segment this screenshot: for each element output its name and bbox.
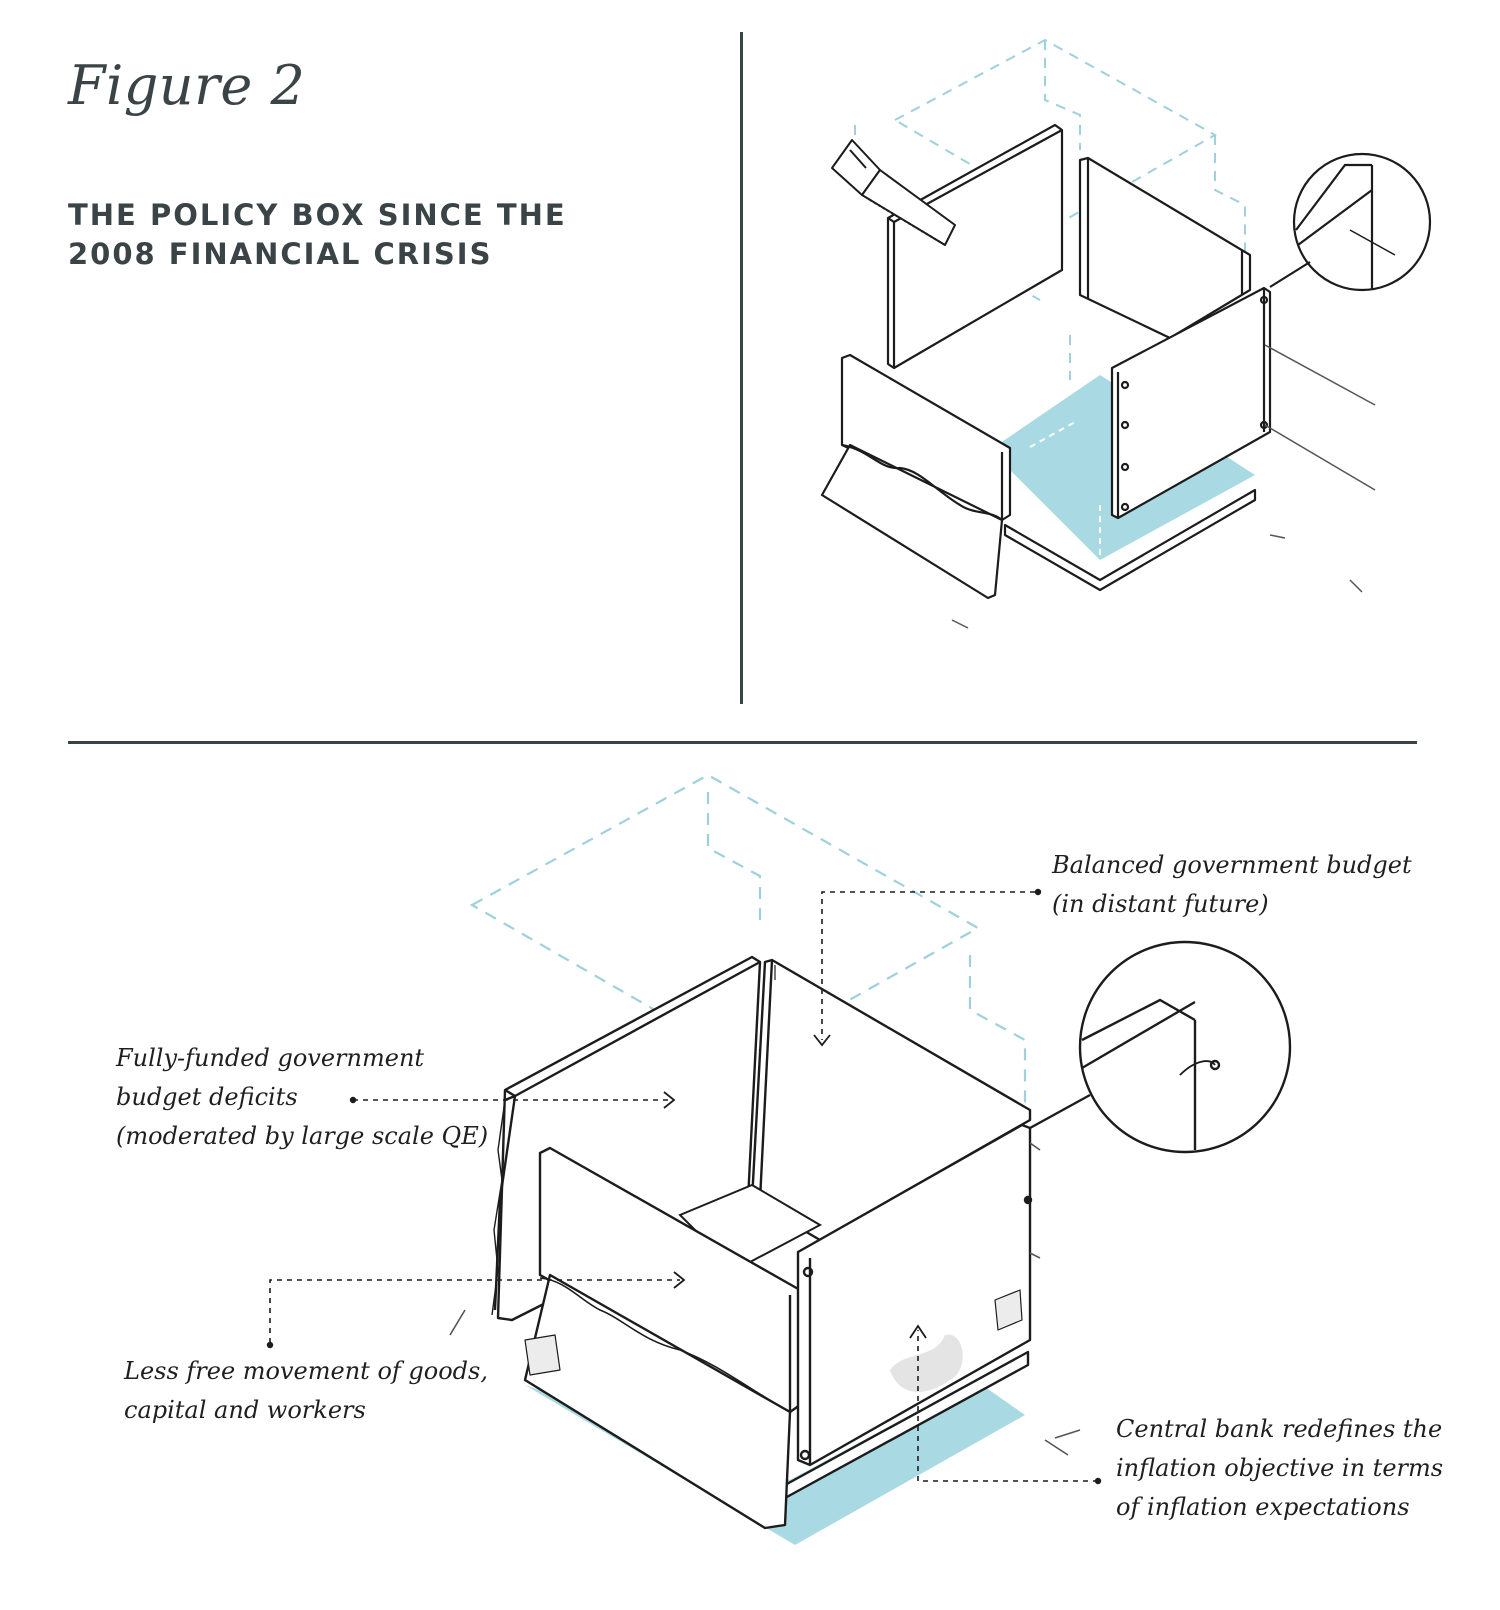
label-central-bank: Central bank redefines the inflation obj… (1116, 1410, 1443, 1527)
top-panel-back-left (886, 123, 1064, 370)
label-funded-deficits: Fully-funded government budget deficits … (116, 1039, 488, 1156)
label-central-line-2: inflation objective in terms (1116, 1454, 1444, 1482)
top-base-board (1003, 488, 1257, 592)
figure-subtitle: THE POLICY BOX SINCE THE 2008 FINANCIAL … (68, 196, 588, 274)
top-panel-front-right (1110, 286, 1272, 520)
label-balanced-line-2: (in distant future) (1052, 890, 1269, 918)
leader-arrowheads (663, 1034, 927, 1339)
top-panel-back-right (1078, 156, 1252, 340)
vertical-divider (740, 32, 743, 704)
label-central-line-3: of inflation expectations (1116, 1493, 1410, 1521)
saw-icon (831, 139, 956, 246)
label-balanced-line-1: Balanced government budget (1052, 851, 1412, 879)
label-free-line-1: Less free movement of goods, (124, 1357, 488, 1385)
label-central-line-1: Central bank redefines the (1116, 1415, 1443, 1443)
figure-subtitle-line-1: THE POLICY BOX SINCE THE (68, 198, 567, 232)
leader-dots (266, 888, 1102, 1485)
horizontal-divider (68, 741, 1417, 744)
top-detail-magnifier (1269, 152, 1432, 292)
label-balanced-budget: Balanced government budget (in distant f… (1052, 846, 1412, 924)
bottom-nails (449, 965, 1081, 1456)
figure-subtitle-line-2: 2008 FINANCIAL CRISIS (68, 237, 493, 271)
leader-free (269, 1279, 680, 1343)
top-floor-arrows (1029, 421, 1101, 555)
leader-central (917, 1330, 1098, 1482)
arrowhead-balanced (813, 1034, 831, 1047)
label-funded-line-2: budget deficits (116, 1083, 298, 1111)
arrowhead-free (673, 1271, 686, 1289)
label-funded-line-1: Fully-funded government (116, 1044, 425, 1072)
bottom-detail-magnifier (1029, 940, 1292, 1154)
bottom-panel-front-right (796, 1123, 1033, 1467)
top-panel-front-left-broken (820, 353, 1012, 600)
label-free-line-2: capital and workers (124, 1396, 366, 1424)
arrowhead-central (909, 1324, 927, 1339)
leader-lines (269, 891, 1098, 1482)
label-funded-line-3: (moderated by large scale QE) (116, 1122, 489, 1150)
figure-title: Figure 2 (68, 54, 306, 117)
label-free-movement: Less free movement of goods, capital and… (124, 1352, 488, 1430)
arrowhead-funded (663, 1091, 676, 1109)
leader-balanced (821, 891, 1035, 1040)
top-nails (951, 344, 1376, 629)
